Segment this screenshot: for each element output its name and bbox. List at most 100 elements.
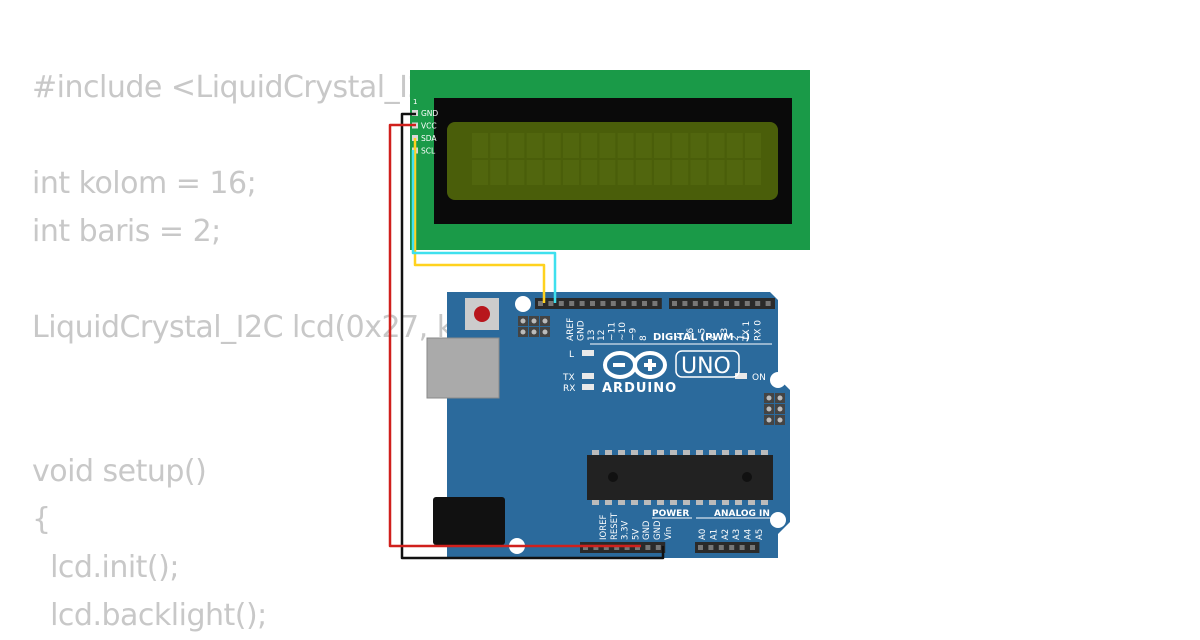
icsp-pin-dot [777, 406, 783, 412]
header-socket[interactable] [682, 301, 688, 306]
lcd-cell [599, 160, 616, 185]
header-socket[interactable] [548, 301, 554, 306]
header-socket[interactable] [724, 301, 729, 306]
header-socket[interactable] [593, 545, 599, 550]
icsp-pin-dot [520, 318, 526, 324]
led-rx [582, 384, 594, 390]
chip-pin [709, 500, 716, 505]
lcd-cell [654, 133, 670, 158]
digital-header-left [535, 298, 662, 309]
pin-label: ~11 [608, 322, 618, 341]
bottom-headers [580, 542, 760, 553]
header-socket[interactable] [718, 545, 724, 550]
header-socket[interactable] [765, 301, 771, 306]
icsp-pin-dot [542, 318, 548, 324]
header-socket[interactable] [635, 545, 640, 550]
pin-label: 8 [639, 335, 649, 341]
header-socket[interactable] [672, 301, 677, 306]
lcd-cell [490, 160, 507, 185]
lcd-cell [472, 133, 488, 158]
lcd-cell [708, 133, 725, 158]
chip-pin [709, 450, 716, 455]
pin-label: 5V [631, 529, 641, 540]
header-socket[interactable] [558, 301, 564, 306]
led-tx [582, 373, 594, 379]
pin-label: A3 [732, 529, 742, 540]
icsp-pin-dot [777, 395, 783, 401]
led-l-label: L [569, 350, 574, 360]
header-socket[interactable] [645, 545, 651, 550]
header-socket[interactable] [642, 301, 647, 306]
lcd-cell [544, 133, 561, 158]
icsp-header [518, 316, 550, 337]
mounting-hole [770, 512, 786, 528]
lcd-cell [563, 133, 579, 158]
header-socket[interactable] [692, 301, 698, 306]
lcd-cell [635, 160, 652, 185]
header-socket[interactable] [698, 545, 703, 550]
pin-label: A4 [744, 529, 754, 540]
lcd-cell [654, 160, 670, 185]
header-socket[interactable] [652, 301, 658, 306]
led-rx-label: RX [563, 384, 575, 394]
header-socket[interactable] [600, 301, 606, 306]
header-socket[interactable] [624, 545, 630, 550]
lcd-cell [472, 160, 488, 185]
header-socket[interactable] [610, 301, 616, 306]
header-socket[interactable] [744, 301, 750, 306]
mounting-hole [770, 372, 786, 388]
icsp-pin-dot [777, 417, 783, 423]
code-line: int kolom = 16; [32, 166, 257, 201]
header-socket[interactable] [734, 301, 740, 306]
lcd-pin-label: SDA [421, 134, 437, 143]
pin-label: GND [653, 520, 663, 540]
lcd-cell [672, 133, 689, 158]
chip-pin [735, 450, 742, 455]
chip-pin [631, 500, 638, 505]
pin-label: GND [576, 320, 586, 341]
header-socket[interactable] [614, 545, 620, 550]
pin-label: 13 [587, 330, 597, 341]
pin-label: 4 [709, 335, 719, 341]
wire-scl[interactable] [411, 150, 557, 303]
header-socket[interactable] [603, 545, 609, 550]
header-socket[interactable] [538, 301, 543, 306]
header-socket[interactable] [708, 545, 714, 550]
header-socket[interactable] [569, 301, 575, 306]
chip-pin [670, 450, 677, 455]
header-socket[interactable] [739, 545, 745, 550]
power-header [580, 542, 666, 553]
chip-dot [608, 472, 618, 482]
dc-power-jack [433, 497, 505, 545]
header-socket[interactable] [621, 301, 627, 306]
pin-label: ~10 [618, 322, 628, 341]
lcd-cell [563, 160, 579, 185]
pin-label: TX 1 [742, 321, 752, 342]
chip-pin [657, 500, 664, 505]
header-socket[interactable] [631, 301, 637, 306]
chip-pins [592, 450, 768, 505]
header-socket[interactable] [590, 301, 595, 306]
lcd-cell [599, 133, 616, 158]
header-socket[interactable] [579, 301, 585, 306]
wire-vcc[interactable] [388, 123, 641, 548]
pin-label: Vin [664, 527, 674, 540]
wire-gnd[interactable] [400, 112, 665, 560]
wire-sda[interactable] [413, 138, 546, 303]
header-socket[interactable] [729, 545, 735, 550]
lcd-pin-label: SCL [421, 147, 436, 156]
header-socket[interactable] [750, 545, 755, 550]
lcd-cell [581, 133, 598, 158]
pin-label: GND [642, 520, 652, 540]
chip-pin [644, 500, 651, 505]
header-socket[interactable] [655, 545, 661, 550]
header-socket[interactable] [583, 545, 588, 550]
reset-button-cap [474, 306, 490, 322]
header-socket[interactable] [703, 301, 709, 306]
header-socket[interactable] [713, 301, 719, 306]
lcd-cell [526, 160, 543, 185]
header-socket[interactable] [755, 301, 761, 306]
